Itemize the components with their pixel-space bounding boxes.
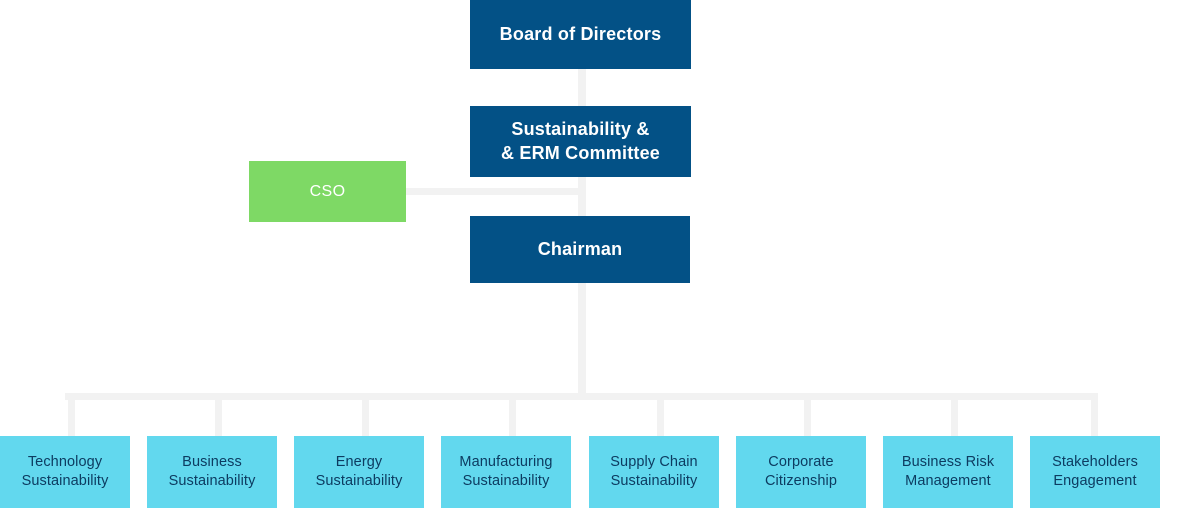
- leaf-3-line-1: Energy: [335, 453, 383, 470]
- node-cso[interactable]: CSO: [249, 161, 406, 222]
- node-business-sustainability[interactable]: Business Sustainability: [147, 436, 277, 508]
- leaf-4-line-1: Manufacturing: [459, 453, 553, 470]
- leaf-1-line-2: Sustainability: [21, 473, 109, 489]
- leaf-8-line-1: Stakeholders: [1052, 453, 1138, 470]
- connector-stem-5: [657, 396, 664, 436]
- connector-cso-to-trunk: [406, 188, 584, 195]
- node-chairman[interactable]: Chairman: [470, 216, 690, 283]
- connector-horizontal-bus: [65, 393, 1098, 400]
- leaf-6-line-1: Corporate: [768, 453, 834, 470]
- node-business-risk-management[interactable]: Business Risk Management: [883, 436, 1013, 508]
- leaf-8-line-2: Engagement: [1053, 473, 1137, 489]
- node-chairman-label: Chairman: [537, 238, 623, 259]
- node-supply-chain-sustainability-label: Supply Chain Sustainability: [604, 453, 703, 491]
- connector-stem-3: [362, 396, 369, 436]
- node-stakeholders-engagement-label: Stakeholders Engagement: [1046, 453, 1144, 491]
- node-business-risk-management-label: Business Risk Management: [896, 453, 1000, 491]
- connector-stem-4: [509, 396, 516, 436]
- node-corporate-citizenship[interactable]: Corporate Citizenship: [736, 436, 866, 508]
- leaf-6-line-2: Citizenship: [764, 473, 838, 489]
- committee-line-1: Sustainability &: [511, 118, 650, 139]
- leaf-3-line-2: Sustainability: [315, 473, 403, 489]
- node-technology-sustainability[interactable]: Technology Sustainability: [0, 436, 130, 508]
- node-board-of-directors-label: Board of Directors: [499, 23, 662, 44]
- node-board-of-directors[interactable]: Board of Directors: [470, 0, 691, 69]
- node-corporate-citizenship-label: Corporate Citizenship: [759, 453, 843, 491]
- node-sustainability-erm-committee-label: Sustainability & & ERM Committee: [501, 118, 660, 166]
- connector-committee-to-chairman: [578, 175, 586, 217]
- leaf-7-line-2: Management: [905, 473, 991, 489]
- leaf-2-line-1: Business: [182, 453, 242, 470]
- committee-line-2: & ERM Committee: [500, 142, 660, 163]
- node-energy-sustainability-label: Energy Sustainability: [310, 453, 409, 491]
- connector-board-to-committee: [578, 68, 586, 108]
- connector-chairman-to-bus: [578, 283, 586, 395]
- node-manufacturing-sustainability[interactable]: Manufacturing Sustainability: [441, 436, 571, 508]
- leaf-1-line-1: Technology: [27, 453, 103, 470]
- node-supply-chain-sustainability[interactable]: Supply Chain Sustainability: [589, 436, 719, 508]
- node-business-sustainability-label: Business Sustainability: [163, 453, 262, 491]
- node-stakeholders-engagement[interactable]: Stakeholders Engagement: [1030, 436, 1160, 508]
- node-energy-sustainability[interactable]: Energy Sustainability: [294, 436, 424, 508]
- connector-stem-1: [68, 396, 75, 436]
- connector-stem-6: [804, 396, 811, 436]
- leaf-5-line-2: Sustainability: [610, 473, 698, 489]
- leaf-4-line-2: Sustainability: [462, 473, 550, 489]
- connector-stem-7: [951, 396, 958, 436]
- leaf-2-line-2: Sustainability: [168, 473, 256, 489]
- node-cso-label: CSO: [309, 182, 346, 200]
- leaf-7-line-1: Business Risk: [901, 453, 995, 470]
- connector-stem-8: [1091, 396, 1098, 436]
- connector-stem-2: [215, 396, 222, 436]
- leaf-5-line-1: Supply Chain: [610, 453, 698, 470]
- node-technology-sustainability-label: Technology Sustainability: [16, 453, 115, 491]
- node-sustainability-erm-committee[interactable]: Sustainability & & ERM Committee: [470, 106, 691, 177]
- node-manufacturing-sustainability-label: Manufacturing Sustainability: [453, 453, 558, 491]
